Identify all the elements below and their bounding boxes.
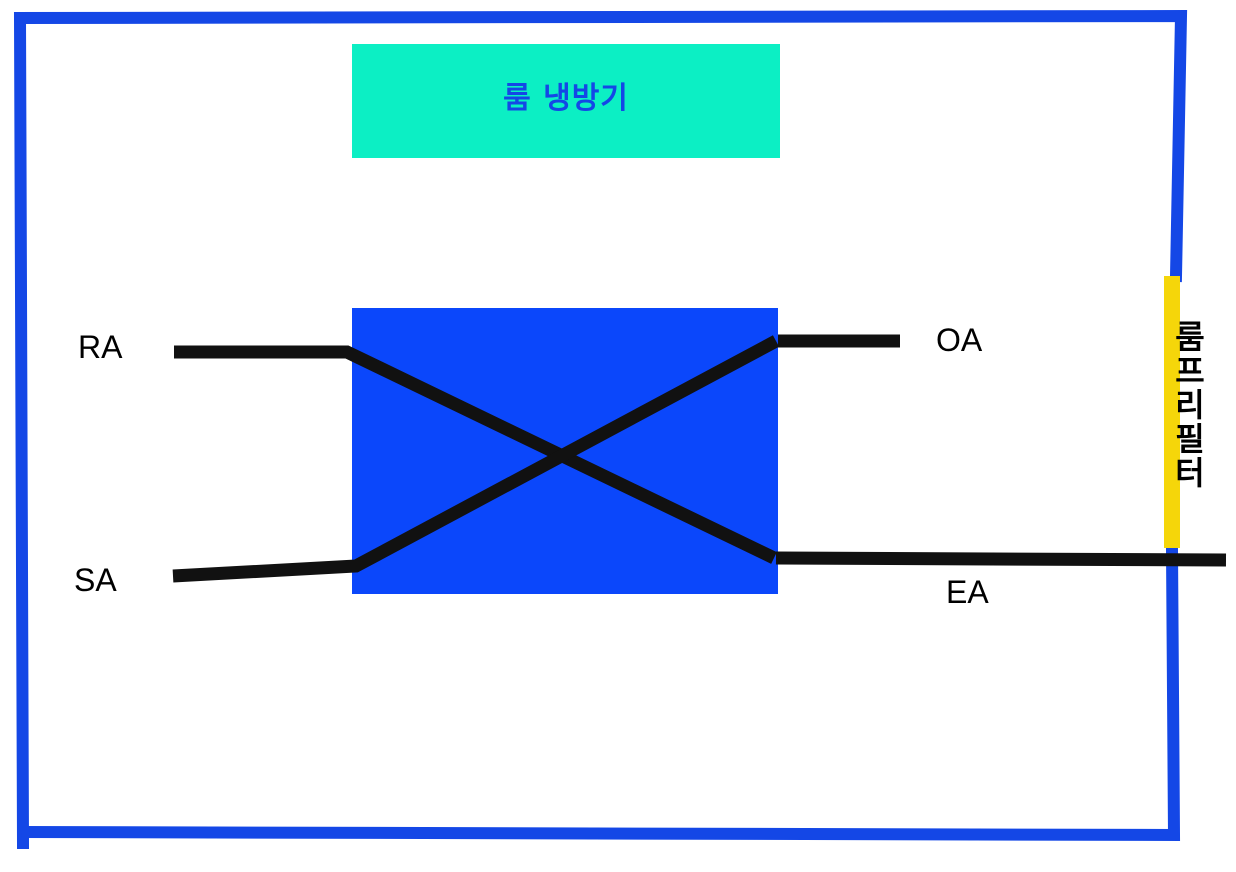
title-box-bg (352, 44, 780, 158)
ra-duct (174, 345, 777, 564)
ea-duct (775, 551, 1227, 567)
filter-label: 룸프리필터 (1169, 320, 1207, 490)
title-text: 룸 냉방기 (503, 81, 629, 116)
room-outline-main (13, 9, 1188, 850)
duct-lines (172, 334, 1227, 583)
sa-label: SA (74, 562, 117, 598)
pre-filter-strip (1164, 276, 1180, 548)
title-box: 룸 냉방기 (352, 44, 780, 158)
ra-label: RA (78, 329, 123, 365)
room-outline (13, 9, 1188, 850)
sa-duct (172, 335, 780, 583)
ea-label: EA (946, 574, 989, 610)
oa-label: OA (936, 322, 983, 358)
room-outline-bottom (21, 543, 1181, 842)
